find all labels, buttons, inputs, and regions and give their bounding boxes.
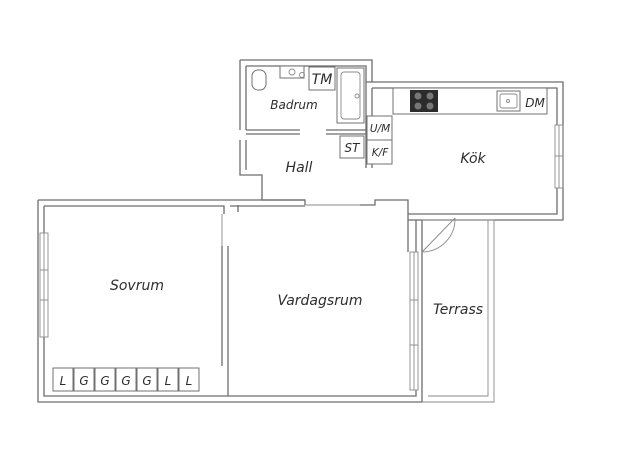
outer-walls bbox=[37, 59, 564, 403]
hall-storage bbox=[339, 115, 393, 165]
kitchen-fixtures bbox=[392, 87, 548, 115]
room-label-hall: Hall bbox=[286, 160, 313, 176]
interior-walls bbox=[221, 88, 373, 396]
wardrobe-box bbox=[157, 367, 179, 392]
wardrobe-box bbox=[178, 367, 200, 392]
wardrobe-box bbox=[73, 367, 95, 392]
stove-icon bbox=[410, 90, 438, 112]
wardrobe-box bbox=[94, 367, 116, 392]
label-st: ST bbox=[345, 141, 362, 155]
windows bbox=[39, 124, 564, 391]
wardrobe-box bbox=[52, 367, 74, 392]
fixture-labels: TM ST U/M K/F DM bbox=[312, 72, 546, 159]
label-kf: K/F bbox=[372, 147, 389, 159]
kf-cabinet bbox=[366, 139, 393, 165]
wardrobe-label: L bbox=[165, 374, 172, 388]
room-label-sovrum: Sovrum bbox=[110, 278, 164, 294]
wardrobe-label: L bbox=[186, 374, 193, 388]
wardrobe-label: G bbox=[142, 374, 151, 388]
wardrobe-box bbox=[115, 367, 137, 392]
wardrobe-label: G bbox=[79, 374, 88, 388]
doors bbox=[221, 204, 456, 253]
label-tm: TM bbox=[312, 72, 333, 88]
room-label-vardagsrum: Vardagsrum bbox=[278, 293, 363, 309]
label-dm: DM bbox=[525, 96, 545, 110]
bathroom-fixtures bbox=[251, 65, 365, 124]
wardrobes bbox=[52, 367, 200, 392]
toilet-icon bbox=[251, 69, 267, 91]
room-label-badrum: Badrum bbox=[270, 98, 317, 112]
wardrobe-labels: L G G G G L L bbox=[60, 374, 193, 388]
washing-machine-box bbox=[308, 66, 336, 91]
sink-icon bbox=[279, 65, 305, 79]
kitchen-sink-icon bbox=[496, 90, 521, 112]
wardrobe-label: G bbox=[121, 374, 130, 388]
bathtub-icon bbox=[336, 67, 365, 124]
wardrobe-label: L bbox=[60, 374, 67, 388]
wardrobe-box bbox=[136, 367, 158, 392]
st-cabinet bbox=[339, 135, 365, 159]
um-cabinet bbox=[366, 115, 393, 141]
room-label-kok: Kök bbox=[460, 151, 486, 167]
room-labels: Badrum Hall Kök Sovrum Vardagsrum Terras… bbox=[110, 98, 487, 318]
room-label-terrass: Terrass bbox=[433, 302, 483, 318]
label-um: U/M bbox=[370, 123, 390, 135]
wardrobe-label: G bbox=[100, 374, 109, 388]
